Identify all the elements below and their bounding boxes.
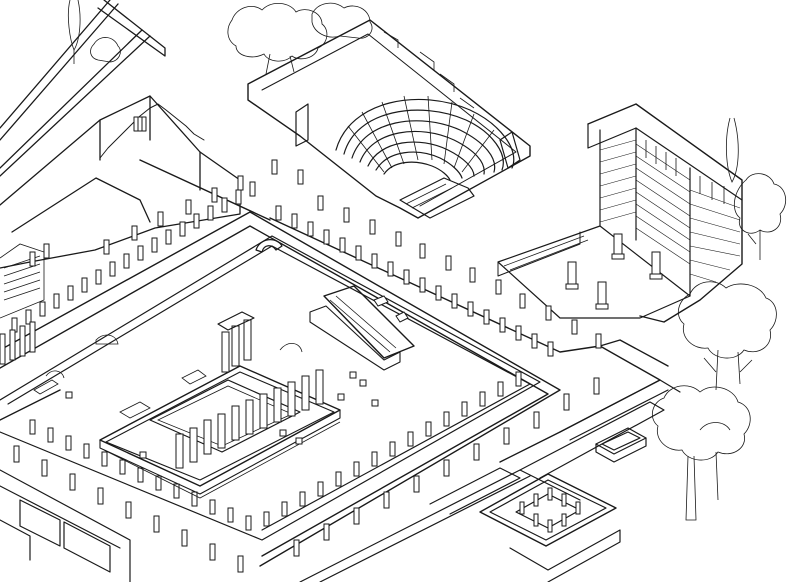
south-buildings bbox=[0, 467, 581, 582]
colonnade-east bbox=[275, 205, 554, 357]
tree-cluster-top bbox=[227, 2, 373, 75]
east-street-wall bbox=[519, 379, 681, 479]
colonnade-north bbox=[11, 181, 256, 333]
colonnade-south-outer bbox=[13, 377, 600, 573]
basilica-hall bbox=[497, 103, 743, 323]
long-altar-platform bbox=[309, 285, 415, 371]
forum-platform bbox=[0, 159, 669, 567]
portico-roof-wall bbox=[0, 0, 241, 269]
central-temple bbox=[33, 311, 341, 499]
temple-columns bbox=[175, 319, 324, 469]
odeon-theatre bbox=[247, 19, 531, 219]
colonnade-north-outer bbox=[29, 159, 304, 267]
inner-court-outline bbox=[0, 235, 541, 541]
colonnade-east-outer bbox=[317, 195, 602, 349]
left-staircase bbox=[0, 243, 45, 319]
scattered-column-bases bbox=[65, 371, 379, 459]
colonnade-west bbox=[0, 321, 36, 365]
colonnade-south bbox=[29, 371, 522, 531]
tree-top-left bbox=[67, 0, 121, 64]
tree-right-middle bbox=[677, 281, 777, 391]
tree-right-lower bbox=[651, 385, 751, 521]
peristyle-courtyard bbox=[479, 473, 621, 582]
tree-right-upper bbox=[725, 117, 787, 260]
exedra bbox=[255, 239, 283, 253]
stepped-gable-building bbox=[99, 103, 205, 159]
hall-columns bbox=[565, 233, 663, 310]
small-monument-box bbox=[595, 427, 647, 463]
